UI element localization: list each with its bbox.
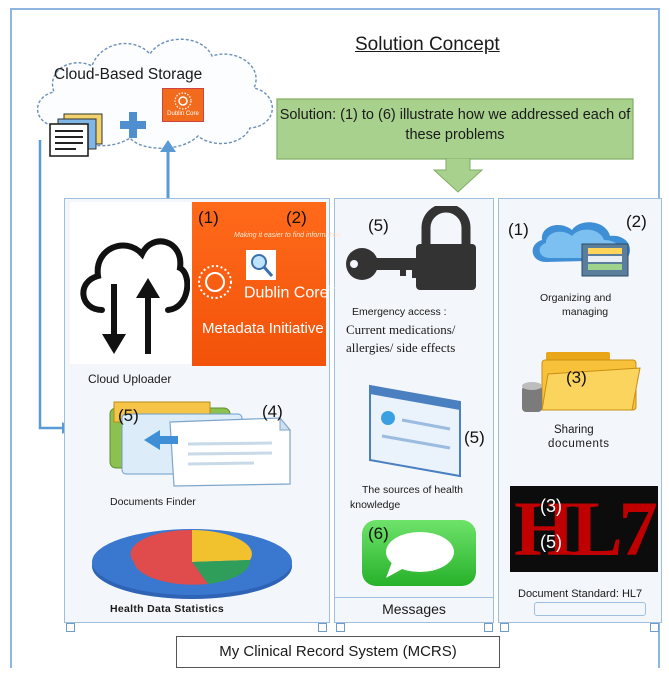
hl7-logo: HL7 (3) (5) xyxy=(510,486,658,572)
panel-foot xyxy=(318,623,327,632)
pie-chart-icon xyxy=(92,529,292,599)
panel-foot xyxy=(484,623,493,632)
dublin-core-number-1: (1) xyxy=(198,208,219,227)
dublin-core-small-text: Dublin Core xyxy=(167,111,199,117)
sharing-number-3: (3) xyxy=(566,368,587,387)
dublin-core-tile: (1) (2) Making it easier to find informa… xyxy=(192,202,343,366)
lock-number-5: (5) xyxy=(368,216,389,235)
cloud-storage-label: Cloud-Based Storage xyxy=(54,66,203,83)
cloud-files-icon xyxy=(532,222,631,277)
document-standard-label: Document Standard: HL7 xyxy=(518,588,643,600)
panel-foot xyxy=(500,623,509,632)
shared-folder-icon xyxy=(522,352,641,412)
messages-number-6: (6) xyxy=(368,524,389,543)
browser-window-icon xyxy=(369,384,461,478)
speech-bubble-icon xyxy=(386,532,454,578)
dublin-core-number-2: (2) xyxy=(286,208,307,227)
panel-foot xyxy=(66,623,75,632)
dublin-core-sun-icon xyxy=(198,265,232,299)
sun-icon xyxy=(174,92,192,110)
registered-mark: ® xyxy=(328,284,335,293)
system-name-box: My Clinical Record System (MCRS) xyxy=(176,636,500,668)
dublin-core-small-logo: Dublin Core xyxy=(162,88,204,122)
standard-label-box xyxy=(534,602,646,616)
key-lock-icon xyxy=(346,206,476,290)
panel-foot xyxy=(650,623,659,632)
finder-number-5: (5) xyxy=(118,406,139,425)
hl7-number-5: (5) xyxy=(540,532,562,552)
banner-down-arrow xyxy=(432,158,484,193)
organize-number-2: (2) xyxy=(626,212,647,231)
knowledge-number-5: (5) xyxy=(464,428,485,447)
emergency-access-label: Emergency access : xyxy=(352,306,447,318)
organizing-label-1: Organizing and xyxy=(540,292,612,304)
magnifier-icon xyxy=(246,250,276,280)
hl7-letters: HL7 xyxy=(514,485,658,572)
dublin-core-tagline: Making it easier to find information. xyxy=(234,232,343,239)
cloud-uploader-label: Cloud Uploader xyxy=(88,372,172,386)
emergency-detail-line-2: allergies/ side effects xyxy=(346,340,456,355)
plus-icon xyxy=(120,112,146,138)
dublin-core-subtitle: Metadata Initiative xyxy=(202,320,324,337)
emergency-detail-line-1: Current medications/ xyxy=(346,322,456,337)
dublin-core-brand-text: Dublin Core xyxy=(244,284,329,302)
cloud-upload-download-icon xyxy=(80,238,190,354)
solution-banner-text: Solution: (1) to (6) illustrate how we a… xyxy=(279,107,631,143)
finder-number-4: (4) xyxy=(262,402,283,421)
documents-finder-label: Documents Finder xyxy=(110,496,196,508)
panel-foot xyxy=(336,623,345,632)
organizing-label-2: managing xyxy=(562,306,609,318)
dublin-core-brand: Dublin Core® xyxy=(244,284,334,302)
sharing-label-1: Sharing xyxy=(554,424,594,436)
health-data-statistics-label: Health Data Statistics xyxy=(110,603,224,615)
page-title: Solution Concept xyxy=(355,34,500,55)
health-knowledge-label-2: knowledge xyxy=(350,499,401,511)
documents-stack-icon xyxy=(49,113,103,157)
messages-label: Messages xyxy=(334,597,494,623)
documents-finder-icon xyxy=(109,401,292,487)
messages-app-icon[interactable]: (6) xyxy=(362,520,476,586)
sharing-label-2: documents xyxy=(548,438,610,450)
organize-number-1: (1) xyxy=(508,220,529,239)
hl7-number-3: (3) xyxy=(540,496,562,516)
health-knowledge-label-1: The sources of health xyxy=(362,484,463,496)
